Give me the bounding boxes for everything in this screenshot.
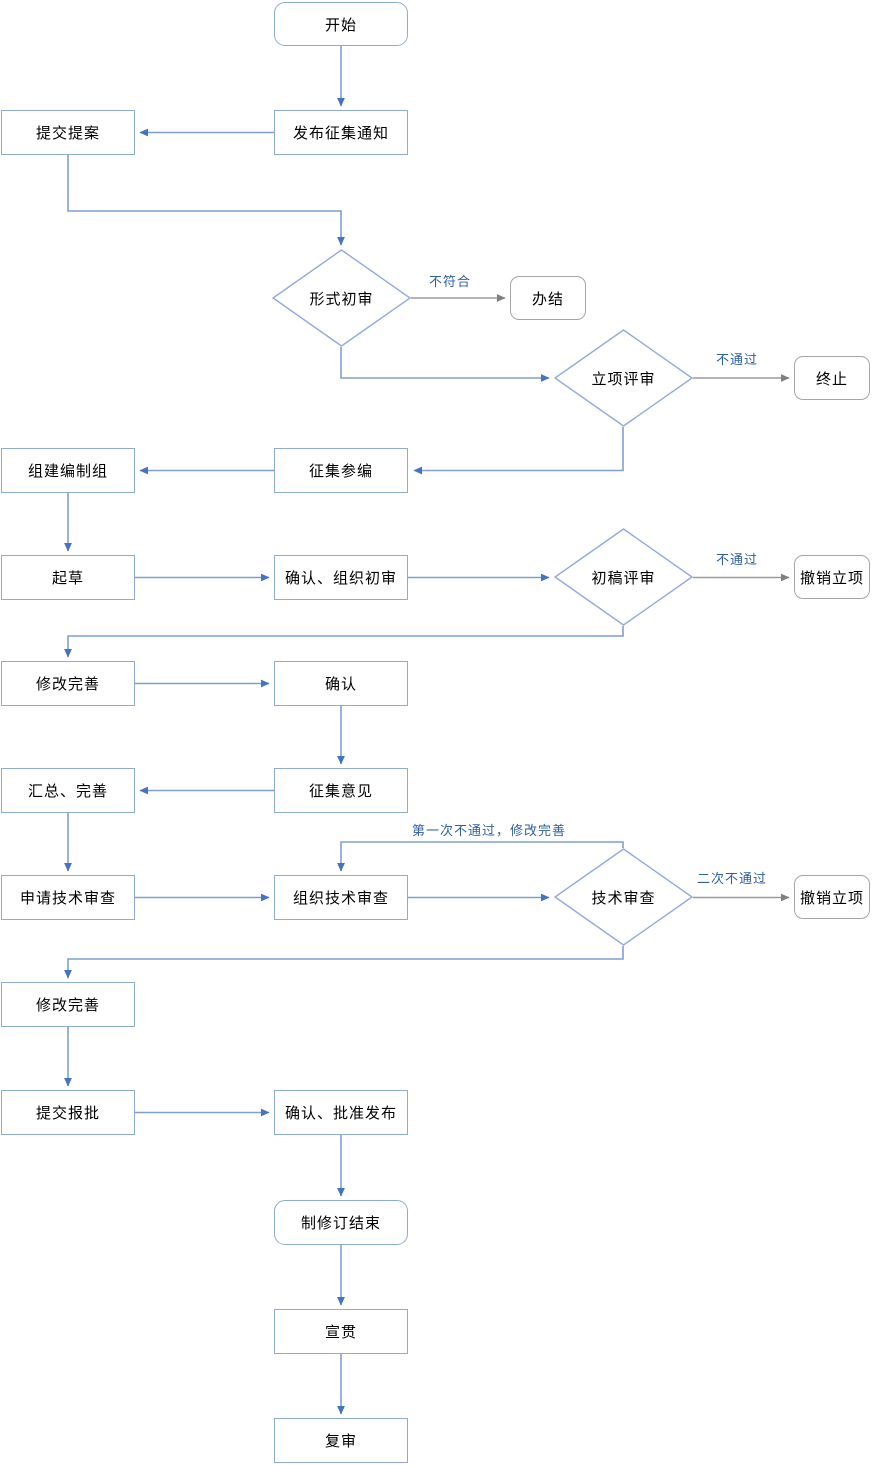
node-project-review[interactable]: 立项评审 [554,329,693,427]
node-draft-review[interactable]: 初稿评审 [554,528,693,626]
node-confirm-organize-review[interactable]: 确认、组织初审 [274,555,408,600]
node-label: 开始 [324,15,357,34]
node-promotion[interactable]: 宣贯 [274,1309,408,1354]
node-summarize-improve[interactable]: 汇总、完善 [1,768,135,813]
node-label: 形式初审 [309,289,374,308]
node-cancel-project-1[interactable]: 撤销立项 [794,555,870,599]
node-label: 起草 [51,569,84,587]
node-label: 提交提案 [35,124,100,142]
node-publish-notice[interactable]: 发布征集通知 [274,110,408,155]
node-label: 修改完善 [35,675,100,693]
node-cancel-project-2[interactable]: 撤销立项 [794,875,870,919]
node-label: 立项评审 [591,369,656,388]
node-confirm-approve-publish[interactable]: 确认、批准发布 [274,1090,408,1135]
node-label: 组建编制组 [27,462,108,480]
node-label: 制修订结束 [300,1214,381,1232]
node-revise-improve-1[interactable]: 修改完善 [1,661,135,706]
node-gather-opinions[interactable]: 征集意见 [274,768,408,813]
diamond-shape [554,329,693,427]
node-label: 修改完善 [35,996,100,1014]
edge-label-not-passed-draft: 不通过 [716,553,759,568]
node-label: 复审 [324,1432,357,1450]
node-submit-proposal[interactable]: 提交提案 [1,110,135,155]
node-start[interactable]: 开始 [274,2,408,46]
node-label: 汇总、完善 [27,782,108,800]
node-confirm[interactable]: 确认 [274,661,408,706]
node-revision-finished[interactable]: 制修订结束 [274,1200,408,1245]
node-form-review[interactable]: 形式初审 [272,249,411,347]
node-label: 申请技术审查 [19,889,116,907]
edge-label-not-conform: 不符合 [429,275,472,290]
node-label: 办结 [531,289,564,308]
node-label: 发布征集通知 [292,124,389,142]
node-label: 确认、批准发布 [284,1104,397,1122]
node-label: 提交报批 [35,1104,100,1122]
node-submit-for-approval[interactable]: 提交报批 [1,1090,135,1135]
node-label: 征集参编 [308,462,373,480]
edge-label-first-fail-revise: 第一次不通过，修改完善 [412,824,567,839]
edge-label-not-passed-project: 不通过 [716,353,759,368]
node-label: 确认 [324,675,357,693]
node-form-working-group[interactable]: 组建编制组 [1,448,135,493]
node-organize-technical-review[interactable]: 组织技术审查 [274,875,408,920]
node-collect-participants[interactable]: 征集参编 [274,448,408,493]
edge-label-second-fail: 二次不通过 [697,872,768,887]
node-label: 征集意见 [308,782,373,800]
node-label: 技术审查 [591,888,656,907]
node-re-examination[interactable]: 复审 [274,1418,408,1463]
diamond-shape [272,249,411,347]
node-label: 初稿评审 [591,568,656,587]
node-label: 终止 [815,369,848,388]
node-closed[interactable]: 办结 [510,276,586,320]
diamond-shape [554,528,693,626]
node-draft[interactable]: 起草 [1,555,135,600]
node-label: 宣贯 [324,1323,357,1341]
node-label: 撤销立项 [799,568,864,587]
node-label: 确认、组织初审 [284,569,397,587]
diamond-shape [554,848,693,946]
node-terminate[interactable]: 终止 [794,356,870,400]
node-revise-improve-2[interactable]: 修改完善 [1,982,135,1027]
node-technical-review[interactable]: 技术审查 [554,848,693,946]
node-label: 组织技术审查 [292,889,389,907]
node-apply-technical-review[interactable]: 申请技术审查 [1,875,135,920]
node-label: 撤销立项 [799,888,864,907]
